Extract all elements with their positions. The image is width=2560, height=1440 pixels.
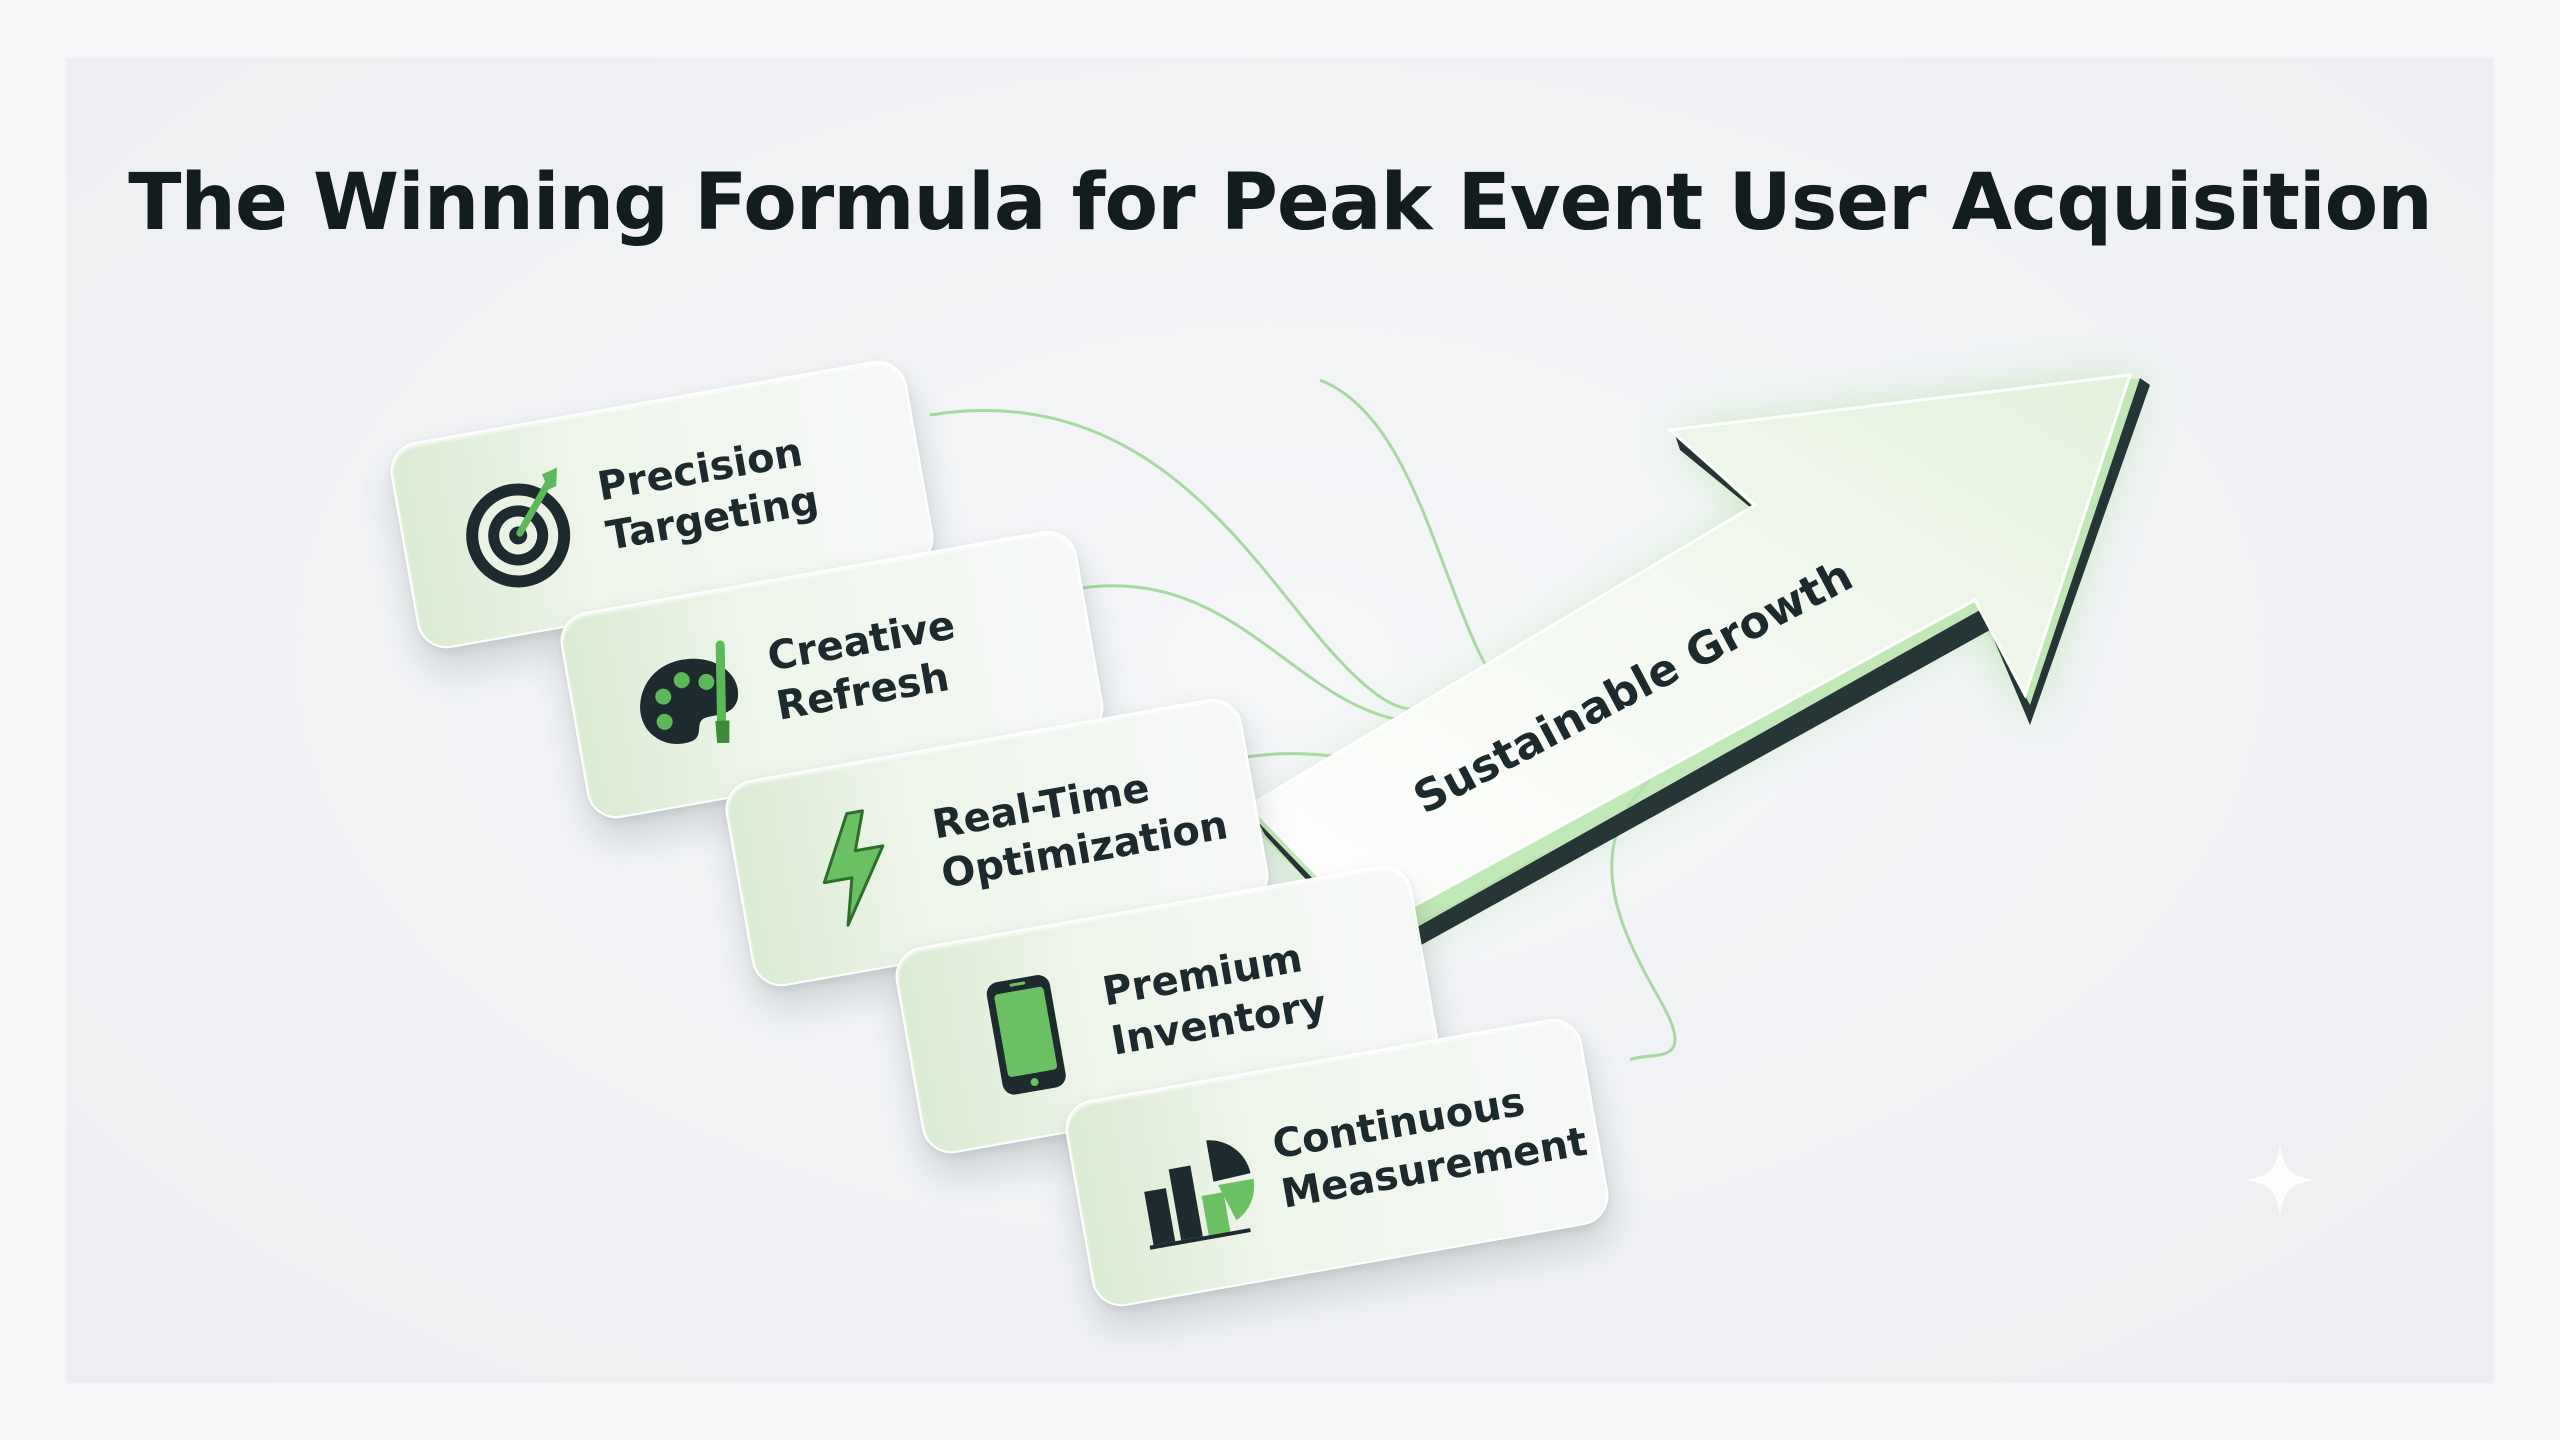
target-icon	[466, 467, 571, 588]
chart-icon	[1144, 1140, 1255, 1250]
card-precision-targeting: Precision Targeting	[385, 356, 939, 653]
sparkle-icon	[2244, 1144, 2316, 1216]
card-creative-refresh: Creative Refresh	[555, 526, 1109, 823]
card-premium-inventory: Premium Inventory	[890, 861, 1444, 1158]
card-continuous-measurement: Continuous Measurement	[1060, 1014, 1614, 1311]
lightning-icon	[822, 809, 885, 927]
page-title: The Winning Formula for Peak Event User …	[128, 158, 2433, 248]
smartphone-icon	[986, 975, 1066, 1095]
palette-icon	[640, 640, 739, 744]
card-real-time-optimization: Real-Time Optimization	[720, 694, 1274, 991]
